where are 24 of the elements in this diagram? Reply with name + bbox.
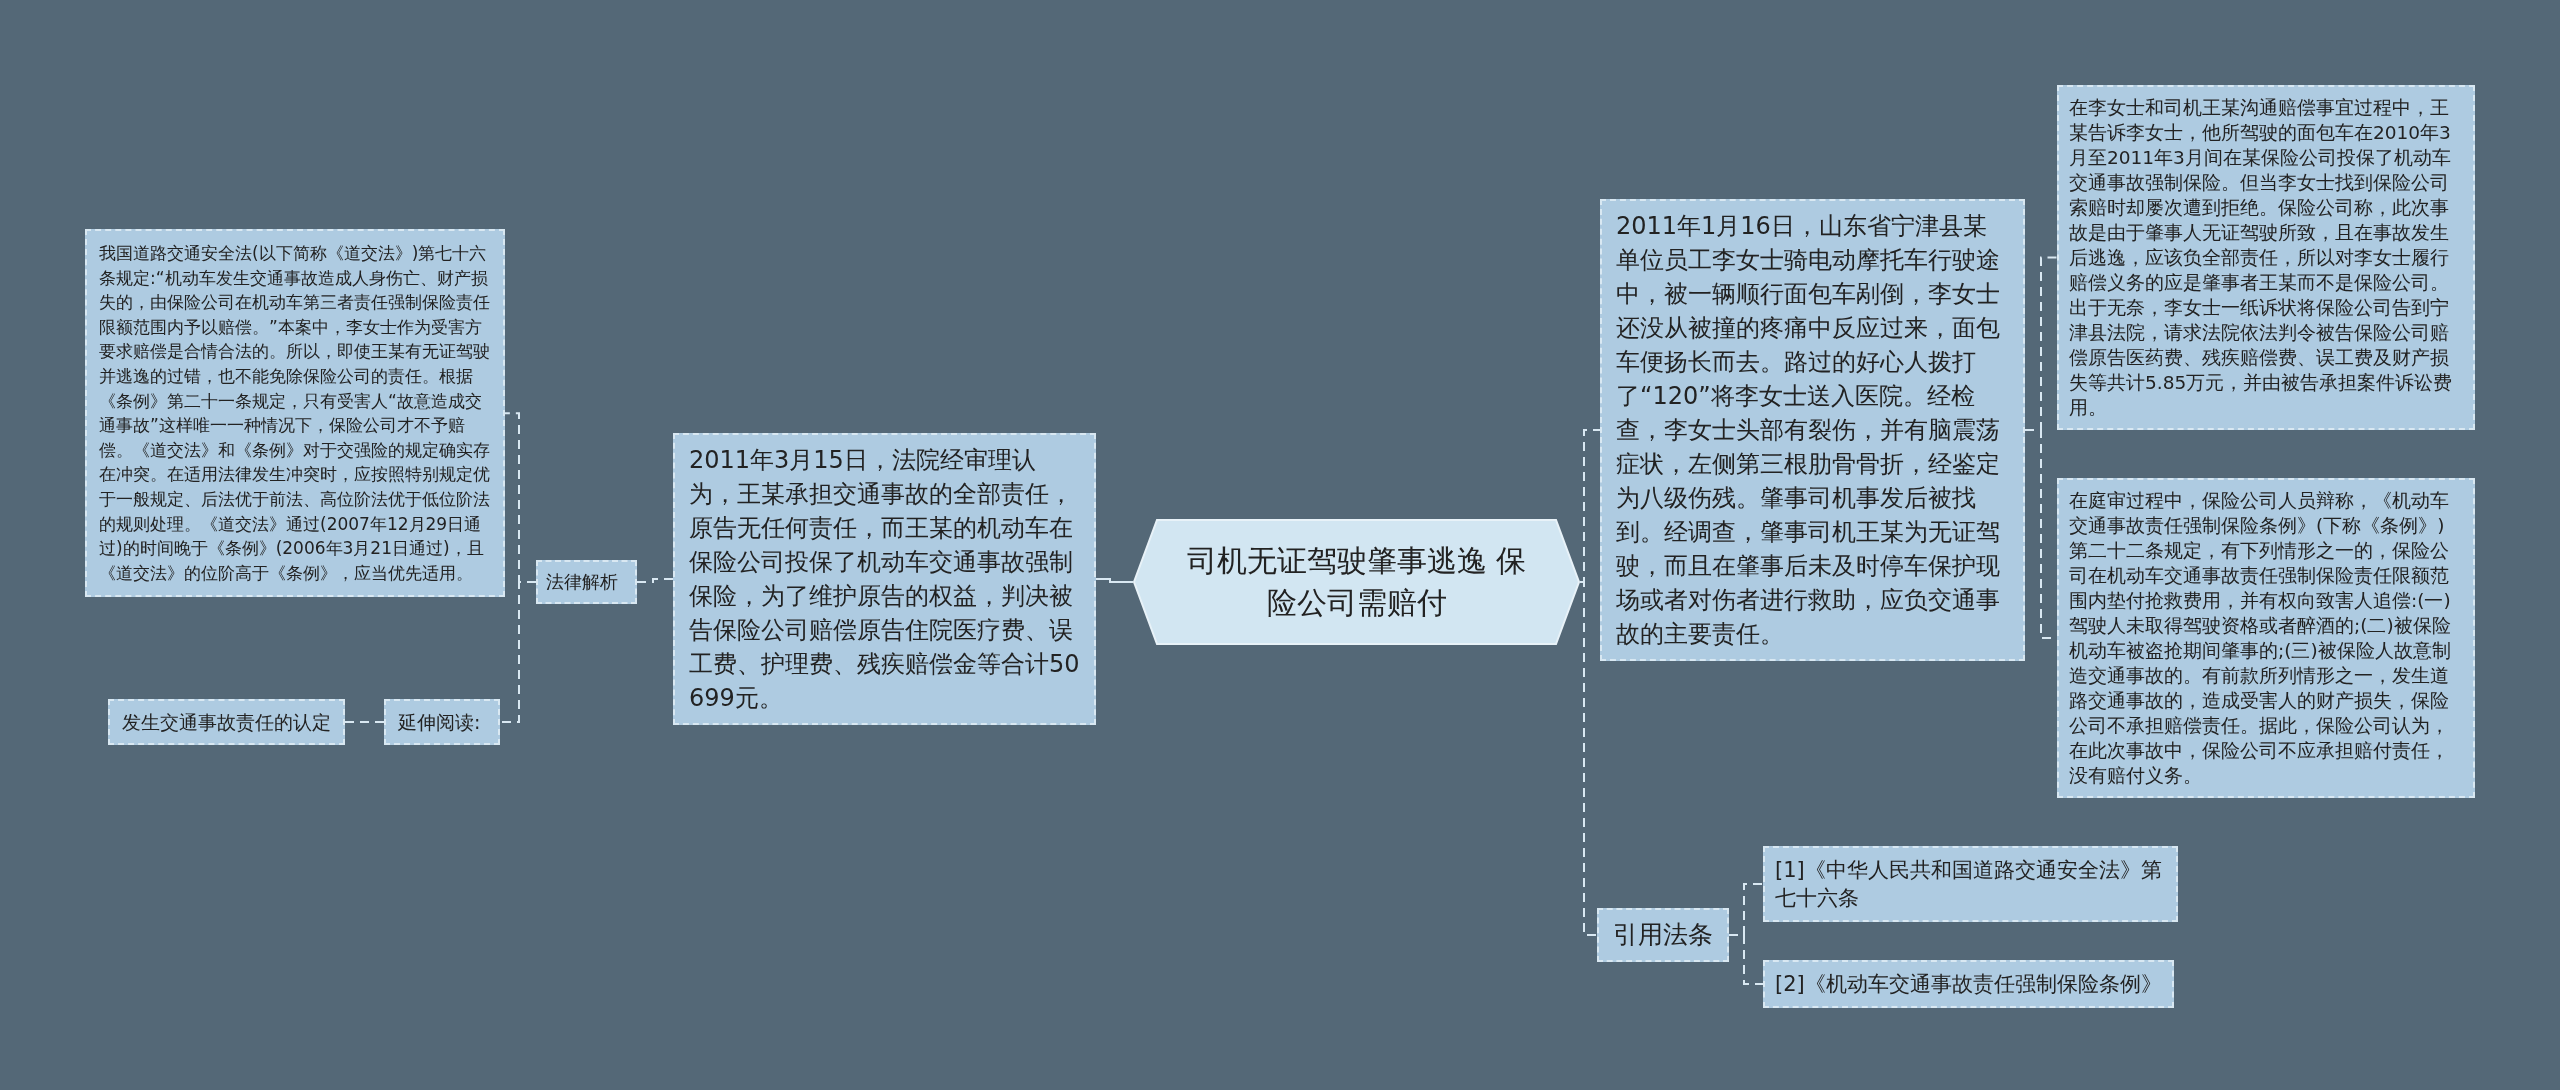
topic-text: 法律解析 (546, 570, 619, 594)
topic-text: [1]《中华人民共和国道路交通安全法》第七十六条 (1775, 857, 2163, 912)
topic-text: 发生交通事故责任的认定 (122, 710, 331, 735)
connector-line (1095, 578, 1134, 583)
topic-text: 在李女士和司机王某沟通赔偿事宜过程中，王某告诉李女士，他所驾驶的面包车在2010年3月至2011年3月间在某保险公司投保了机动车交通事故强制保险。但当李女士找到保险公司索赔时却屡次遭到拒绝。保险公司称，此次事故是由于肇事人无证驾驶所致，且在事故发生后逃逸，应该负全部责任，所以对李女士履行赔偿义务的应是肇事者王某而不是保险公司。出于无奈，李女士一纸诉状将保险公司告到宁津县法院，请求法院依法判令被告保险公司赔偿原告医药费、残疾赔偿费、误工费及财产损失等共计5.85万元，并由被告承担案件诉讼费用。 (2069, 96, 2454, 420)
topic-card (108, 699, 345, 745)
topic-card (536, 560, 637, 604)
topic-card (1763, 846, 2178, 922)
topic-text: 2011年1月16日，山东省宁津县某单位员工李女士骑电动摩托车行驶途中，被一辆顺行面包车剐倒，李女士还没从被撞的疼痛中反应过来，面包车便扬长而去。路过的好心人拨打了“120”将李女士送入医院。经检查，李女士头部有裂伤，并有脑震荡症状，左侧第三根肋骨骨折，经鉴定为八级伤残。肇事司机事发后被找到。经调查，肇事司机王某为无证驾驶，而且在肇事后未及时停车保护现场或者对伤者进行救助，应负交通事故的主要责任。 (1616, 211, 2001, 650)
topic-banner (1133, 519, 1580, 645)
topic-card (1763, 960, 2174, 1008)
topic-text: [2]《机动车交通事故责任强制保险条例》 (1775, 971, 2162, 998)
connector-line (344, 721, 385, 723)
topic-card (384, 699, 500, 745)
topic-text: 2011年3月15日，法院经审理认为，王某承担交通事故的全部责任，原告无任何责任，而王某的机动车在保险公司投保了机动车交通事故强制保险，为了维护原告的权益，判决被告保险公司赔偿原告住院医疗费、误工费、护理费、残疾赔偿金等合计50699元。 (689, 445, 1080, 714)
topic-text: 延伸阅读: (398, 710, 482, 735)
connector-line (499, 581, 537, 723)
topic-card (1597, 908, 1729, 962)
connector-line (1728, 934, 1764, 985)
topic-text: 司机无证驾驶肇事逃逸 保险公司需赔付 (1185, 542, 1528, 622)
topic-text: 我国道路交通安全法(以下简称《道交法》)第七十六条规定:“机动车发生交通事故造成人身伤亡、财产损失的，由保险公司在机动车第三者责任强制保险责任限额范围内予以赔偿。”本案中，李女士作为受害方要求赔偿是合情合法的。所以，即使王某有无证驾驶并逃逸的过错，也不能免除保险公司的责任。根据《条例》第二十一条规定，只有受害人“故意造成交通事故”这样唯一一种情况下，保险公司才不予赔偿。《道交法》和《条例》对于交强险的规定确实存在冲突。在适用法律发生冲突时，应按照特别规定优于一般规定、后法优于前法、高位阶法优于低位阶法的规则处理。《道交法》通过(2007年12月29日通过)的时间晚于《条例》(2006年3月21日通过)，且《道交法》的位阶高于《条例》，应当优先适用。 (99, 242, 491, 585)
connector-line (636, 578, 674, 583)
topic-text: 引用法条 (1613, 919, 1713, 951)
topic-text: 在庭审过程中，保险公司人员辩称，《机动车交通事故责任强制保险条例》(下称《条例》)第二十二条规定，有下列情形之一的，保险公司在机动车交通事故责任强制保险责任限额范围内垫付抢救费用，并有权向致害人追偿:(一)驾驶人未取得驾驶资格或者醉酒的;(二)被保险机动车被盗抢期间肇事的;(三)被保险人故意制造交通事故的。有前款所列情形之一，发生道路交通事故的，造成受害人的财产损失，保险公司不承担赔偿责任。据此，保险公司认为，在此次事故中，保险公司不应承担赔付责任，没有赔付义务。 (2069, 489, 2452, 788)
